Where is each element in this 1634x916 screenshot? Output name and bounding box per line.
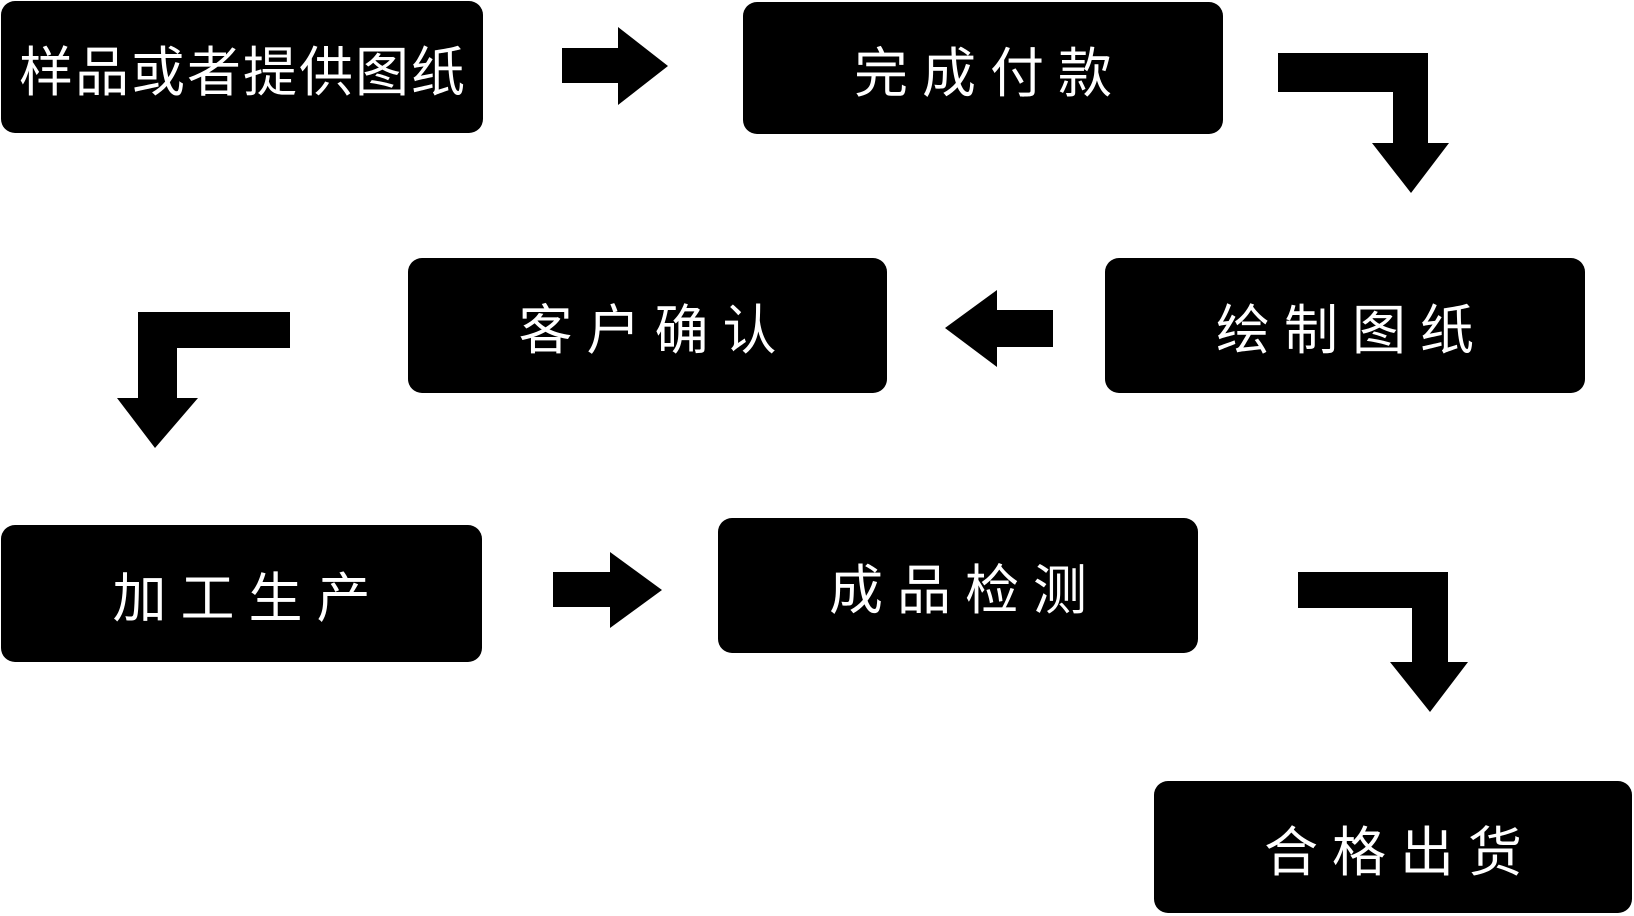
flow-node-customer-confirm: 客户确认	[408, 258, 887, 393]
flow-node-processing-production: 加工生产	[1, 525, 482, 662]
arrow-right-icon	[562, 27, 668, 105]
flow-node-finished-product-inspection: 成品检测	[718, 518, 1198, 653]
arrow-elbow-left-down-icon	[117, 312, 290, 448]
flow-node-sample-or-drawing: 样品或者提供图纸	[1, 1, 483, 133]
flow-node-complete-payment: 完成付款	[743, 2, 1223, 134]
flow-node-draw-drawings: 绘制图纸	[1105, 258, 1585, 393]
flow-node-qualified-shipment: 合格出货	[1154, 781, 1632, 913]
arrow-elbow-right-down-icon	[1298, 572, 1468, 712]
arrow-elbow-right-down-icon	[1278, 53, 1449, 193]
arrow-left-icon	[945, 290, 1053, 367]
arrow-right-icon	[553, 552, 662, 628]
